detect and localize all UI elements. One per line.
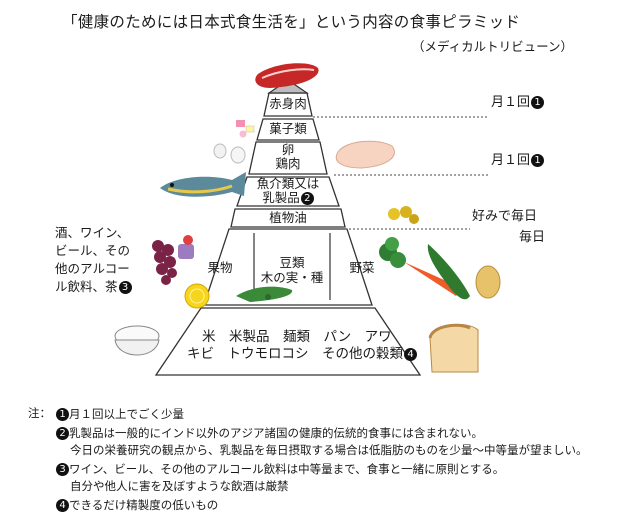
page-subtitle: （メディカルトリビューン） [412, 39, 574, 54]
tier-label-grains-1: 米 米製品 麺類 パン アワ [202, 329, 392, 345]
note-1-mark: 1 [56, 408, 69, 421]
tier-label-nuts: 木の実・種 [260, 270, 324, 285]
notes-label: 注： [28, 406, 51, 420]
note-mark-1b: 1 [531, 154, 545, 167]
tier-label-sweets: 菓子類 [269, 121, 307, 136]
tier-label-vegetables: 野菜 [349, 260, 375, 275]
bread-icon [428, 323, 479, 373]
note-mark-3: 3 [118, 281, 132, 294]
freq-optional-daily: 好みで毎日 [472, 209, 538, 224]
tier-label-chicken: 鶏肉 [275, 156, 301, 171]
tier-egg-chicken [248, 141, 328, 175]
note-mark-4: 4 [404, 348, 417, 361]
tier-sweets [256, 118, 320, 141]
note-2-mark: 2 [56, 427, 69, 440]
tier-label-oil: 植物油 [269, 210, 307, 225]
note-3b: 自分や他人に害を及ぼすような飲酒は厳禁 [70, 479, 289, 493]
freq-daily: 毎日 [519, 230, 546, 245]
tier-label-egg: 卵 [281, 142, 295, 157]
tier-oil [230, 208, 346, 228]
beans-icon [236, 286, 293, 302]
lemon-icon [184, 283, 210, 309]
page-title: 「健康のためには日本式食生活を」という内容の食事ピラミッド [62, 13, 521, 31]
egg-icon [213, 143, 246, 164]
chicken-icon [335, 140, 395, 169]
meat-icon [255, 63, 319, 88]
tier-label-fish: 魚介類又は [256, 176, 320, 191]
tier-label-fruit: 果物 [207, 260, 233, 275]
note-mark-2: 2 [300, 192, 314, 205]
note-2b: 今日の栄養研究の観点から、乳製品を毎日摂取する場合は低脂肪のものを少量～中等量が… [70, 443, 588, 457]
rice-bowl-icon [114, 325, 160, 356]
note-4-mark: 4 [56, 499, 69, 512]
note-mark-1: 1 [531, 96, 545, 109]
tier-label-red-meat: 赤身肉 [269, 96, 307, 111]
candy-icon [236, 120, 255, 138]
grapes-icon [152, 240, 177, 285]
cheese-icon [388, 206, 419, 224]
teacup-icon [178, 235, 194, 259]
tier-label-legumes: 豆類 [279, 255, 305, 270]
fish-icon [160, 172, 246, 197]
tier-grains [154, 307, 422, 376]
vegetables-icon [379, 237, 501, 300]
note-3-mark: 3 [56, 463, 69, 476]
